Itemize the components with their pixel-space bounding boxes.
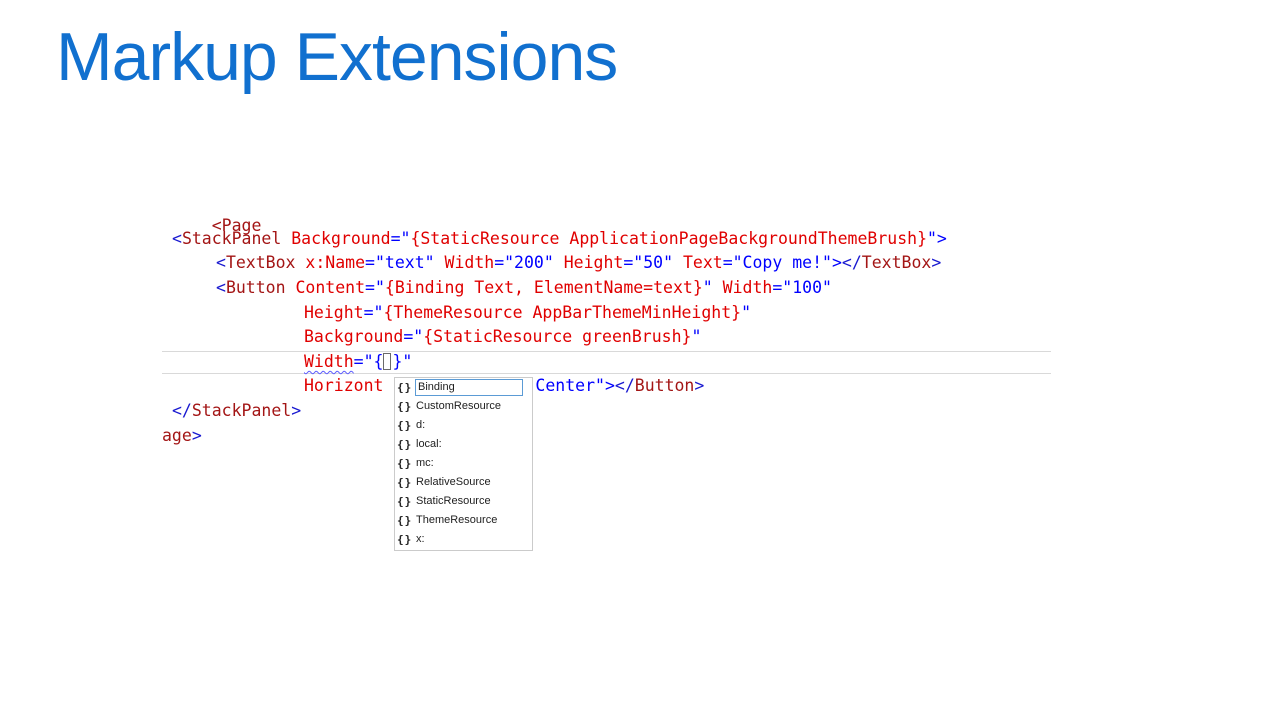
braces-icon: {}: [397, 476, 413, 489]
intellisense-completion-list[interactable]: {}Binding {}CustomResource {}d: {}local:…: [394, 377, 533, 551]
completion-item-themeresource[interactable]: {}ThemeResource: [395, 511, 532, 530]
code-token: StackPanel: [181, 229, 282, 248]
code-token: Width: [712, 278, 773, 297]
code-token: StackPanel: [191, 401, 292, 420]
code-token: ="text": [365, 253, 435, 272]
current-line-highlight: [162, 351, 1051, 374]
code-token: {StaticResource ApplicationPageBackgroun…: [410, 229, 927, 248]
code-token: {StaticResource greenBrush}: [423, 327, 692, 346]
completion-item-label: CustomResource: [416, 400, 501, 412]
completion-item-binding[interactable]: {}Binding: [395, 378, 532, 397]
completion-item-relativesource[interactable]: {}RelativeSource: [395, 473, 532, 492]
code-line-height: Height="{ThemeResource AppBarThemeMinHei…: [304, 301, 751, 325]
code-line-stackpanel-close: </StackPanel>: [172, 399, 301, 423]
code-token: ="100": [772, 278, 832, 297]
code-token: <: [172, 229, 182, 248]
completion-item-staticresource[interactable]: {}StaticResource: [395, 492, 532, 511]
code-token: ": [741, 303, 752, 322]
completion-item-label: x:: [416, 533, 425, 545]
code-token: x:Name: [295, 253, 366, 272]
code-token: 'Center">: [525, 376, 615, 395]
code-token: =": [403, 327, 424, 346]
code-token: <: [216, 278, 226, 297]
code-token: {: [373, 352, 384, 371]
code-token: </: [172, 401, 192, 420]
code-token: ": [402, 352, 413, 371]
code-token: =": [365, 278, 385, 297]
code-token: ="50": [623, 253, 674, 272]
code-token: >: [931, 253, 942, 272]
code-token: =": [353, 352, 374, 371]
code-token: age: [162, 426, 192, 445]
page-tag: <Page: [211, 216, 262, 235]
code-token: </: [614, 376, 635, 395]
code-token: Width: [304, 352, 354, 371]
text-caret: [383, 353, 392, 370]
code-token: ": [691, 327, 702, 346]
completion-item-mc[interactable]: {}mc:: [395, 454, 532, 473]
completion-item-local[interactable]: {}local:: [395, 435, 532, 454]
code-token: Background: [304, 327, 404, 346]
braces-icon: {}: [397, 533, 413, 546]
slide-title: Markup Extensions: [56, 19, 618, 95]
code-line-page-close: age>: [162, 424, 202, 448]
code-line-button-open: <Button Content="{Binding Text, ElementN…: [216, 276, 832, 300]
code-token: Width: [434, 253, 495, 272]
code-token: =": [363, 303, 384, 322]
code-token: </: [841, 253, 862, 272]
braces-icon: {}: [397, 400, 413, 413]
braces-icon: {}: [397, 514, 413, 527]
code-token: >: [291, 401, 302, 420]
code-token: ": [702, 278, 713, 297]
braces-icon: {}: [397, 381, 413, 394]
code-token: {ThemeResource AppBarThemeMinHeight}: [383, 303, 742, 322]
braces-icon: {}: [397, 495, 413, 508]
code-token: >: [694, 376, 705, 395]
code-line-background: Background="{StaticResource greenBrush}": [304, 325, 701, 349]
code-token: Height: [304, 303, 364, 322]
code-token: Button: [225, 278, 286, 297]
completion-item-x[interactable]: {}x:: [395, 530, 532, 549]
braces-icon: {}: [397, 457, 413, 470]
code-token: Background: [291, 229, 391, 248]
code-line-page-open: <Page: [172, 200, 262, 235]
code-token: TextBox: [225, 253, 296, 272]
xaml-code-editor[interactable]: <Page <StackPanel Background="{StaticRes…: [162, 200, 1051, 460]
code-line-width-editing[interactable]: Width="{}": [304, 350, 412, 374]
code-token: Content: [285, 278, 366, 297]
code-token: =": [390, 229, 411, 248]
completion-item-label: RelativeSource: [416, 476, 491, 488]
code-token: <: [216, 253, 226, 272]
completion-item-label: ThemeResource: [416, 514, 498, 526]
completion-item-label: Binding: [415, 379, 523, 396]
braces-icon: {}: [397, 438, 413, 451]
code-token: Height: [553, 253, 624, 272]
completion-item-d[interactable]: {}d:: [395, 416, 532, 435]
code-line-horizontal: Horizont 'Center"></Button>: [304, 374, 704, 398]
code-token: ="Copy me!">: [722, 253, 842, 272]
code-line-stackpanel-open: <StackPanel Background="{StaticResource …: [172, 227, 947, 251]
code-token: Button: [634, 376, 695, 395]
code-token: ">: [927, 229, 947, 248]
completion-item-label: local:: [416, 438, 442, 450]
completion-item-customresource[interactable]: {}CustomResource: [395, 397, 532, 416]
completion-item-label: d:: [416, 419, 426, 431]
code-token: ="200": [494, 253, 554, 272]
completion-item-label: mc:: [416, 457, 434, 469]
code-token: {Binding Text, ElementName=text}: [384, 278, 703, 297]
braces-icon: {}: [397, 419, 413, 432]
code-token: >: [191, 426, 202, 445]
code-token: TextBox: [861, 253, 932, 272]
code-token: }: [392, 352, 403, 371]
code-token: Horizont: [304, 376, 384, 395]
completion-item-label: StaticResource: [416, 495, 491, 507]
code-line-textbox: <TextBox x:Name="text" Width="200" Heigh…: [216, 251, 941, 275]
code-token: Text: [673, 253, 723, 272]
